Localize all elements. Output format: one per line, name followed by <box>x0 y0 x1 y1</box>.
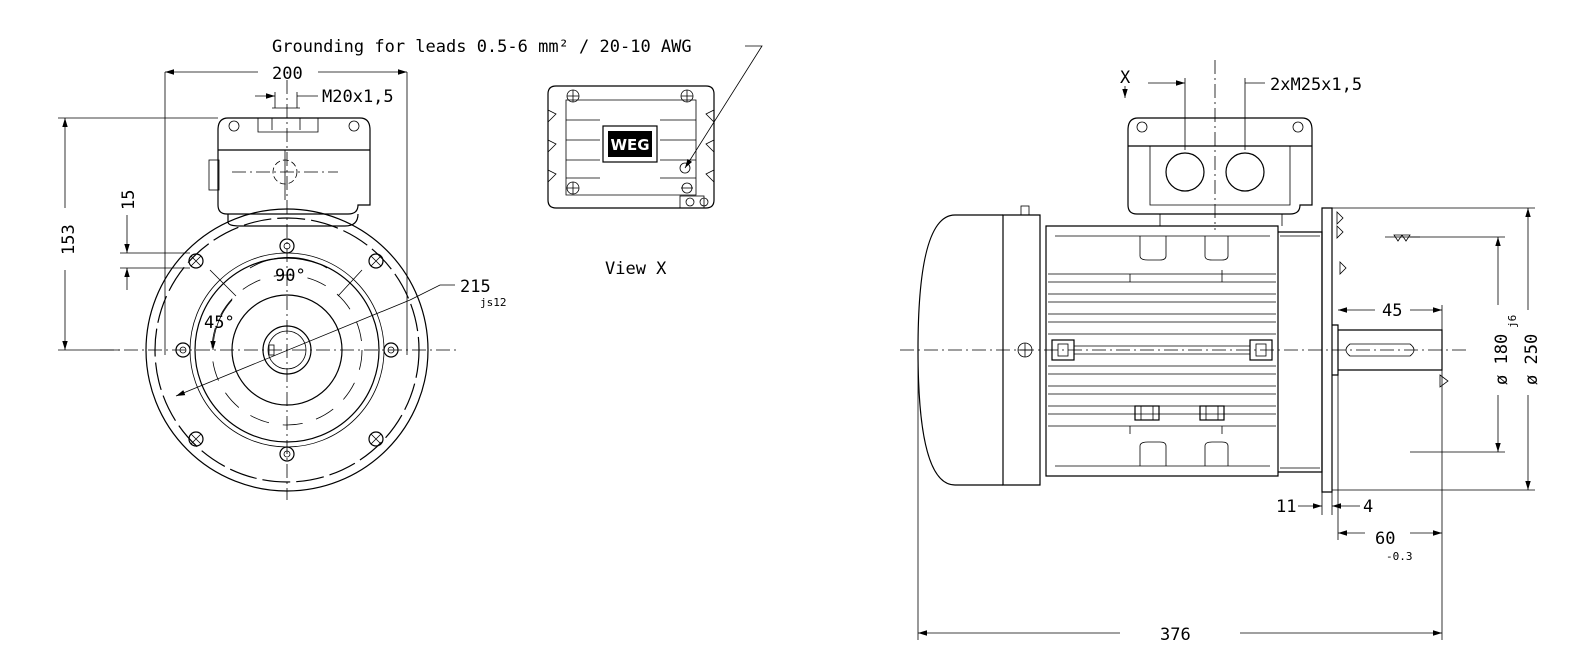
dim-45-label: 45 <box>1382 301 1402 321</box>
tol-j6-label: j6 <box>1506 315 1519 328</box>
view-x: WEG View X <box>547 85 715 279</box>
view-marker-label: X <box>1120 68 1131 88</box>
view-x-caption: View X <box>605 259 667 279</box>
angle-90-label: 90° <box>275 266 306 286</box>
angle-45-label: 45° <box>204 313 235 333</box>
dim-60-label: 60 <box>1375 529 1395 549</box>
thread-side-label: 2xM25x1,5 <box>1270 75 1362 95</box>
dim-215-label: 215 <box>460 277 491 297</box>
dim-200-label: 200 <box>272 64 303 84</box>
dim-15-label: 15 <box>119 190 139 210</box>
dim-180-label: ø 180 <box>1492 334 1512 385</box>
tol-js12-label: js12 <box>480 296 507 309</box>
dim-11-label: 11 <box>1276 497 1296 517</box>
dim-376-label: 376 <box>1160 625 1191 645</box>
thread-front-label: M20x1,5 <box>322 87 394 107</box>
terminal-box-side <box>1127 117 1313 226</box>
dim-250-label: ø 250 <box>1522 334 1542 385</box>
dim-153-label: 153 <box>59 224 79 255</box>
front-view: 200 M20x1,5 153 15 90° 45° 215 js12 Grou… <box>58 37 763 500</box>
grounding-label: Grounding for leads 0.5-6 mm² / 20-10 AW… <box>272 37 692 57</box>
cooling-fins <box>1048 270 1276 434</box>
terminal-box-front <box>208 107 371 227</box>
weg-logo: WEG <box>610 136 649 154</box>
tol-minus03-label: -0.3 <box>1386 550 1413 563</box>
dim-4-label: 4 <box>1363 497 1373 517</box>
side-view: X 2xM25x1,5 45 ø 180 j6 ø 250 11 4 60 <box>900 60 1542 645</box>
